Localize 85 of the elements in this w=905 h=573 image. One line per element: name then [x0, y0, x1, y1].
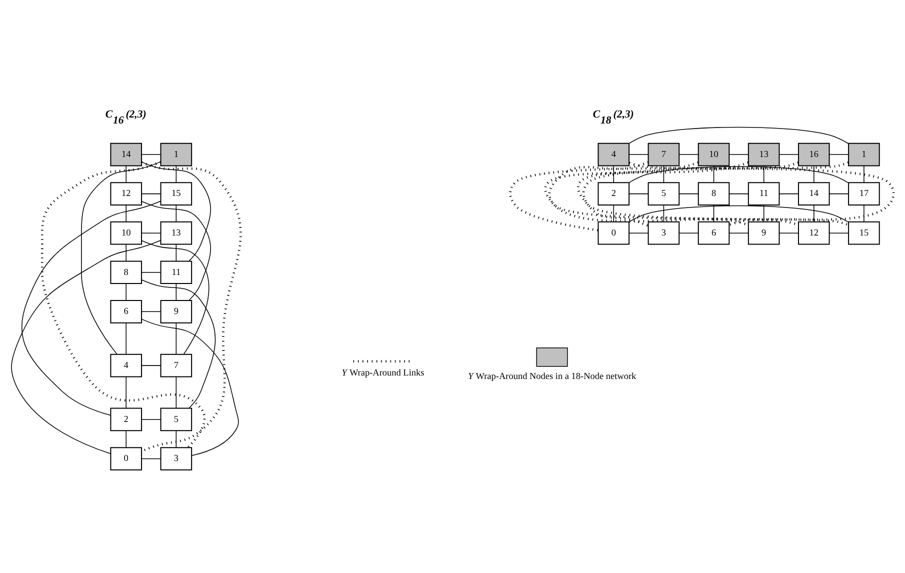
connector	[763, 164, 764, 182]
connector	[628, 232, 649, 233]
connector	[663, 164, 664, 182]
node-box: 9	[160, 299, 192, 323]
connector	[141, 279, 216, 408]
connector	[176, 204, 177, 222]
connector	[141, 318, 239, 456]
node-box: 12	[798, 220, 830, 244]
node-box: 15	[160, 182, 192, 205]
node-box: 12	[110, 182, 142, 205]
connector	[176, 376, 177, 408]
connector	[728, 192, 749, 194]
connector	[176, 430, 177, 448]
connector	[828, 232, 849, 233]
node-box: 4	[110, 353, 142, 377]
node-box: 8	[110, 260, 142, 284]
connector	[41, 160, 206, 448]
connector	[713, 164, 714, 182]
node-box: 1	[160, 142, 192, 166]
connector	[21, 200, 162, 416]
connector	[141, 364, 162, 366]
connector	[663, 204, 664, 222]
connector	[176, 243, 177, 262]
connector	[728, 232, 749, 233]
connector	[778, 232, 799, 233]
connector	[141, 192, 162, 194]
node-box: 11	[748, 182, 780, 205]
connector	[11, 240, 162, 454]
node-box: 2	[110, 407, 142, 431]
node-box: 3	[160, 446, 192, 470]
connector	[678, 192, 699, 194]
node-box: 5	[648, 182, 680, 205]
node-box: 0	[598, 220, 630, 244]
node-box: 9	[748, 220, 780, 244]
connector	[176, 322, 177, 354]
node-box: 6	[698, 220, 730, 244]
node-box: 13	[160, 220, 192, 244]
connector	[141, 418, 162, 420]
connector	[828, 192, 849, 194]
legend-label: Y Wrap-Around Links	[342, 366, 424, 377]
node-box: 10	[698, 142, 730, 166]
connector	[141, 271, 162, 272]
connector	[141, 161, 211, 261]
node-box: 6	[110, 299, 142, 323]
node-box: 7	[648, 142, 680, 166]
connector	[141, 200, 211, 300]
connector	[763, 204, 764, 222]
connector	[628, 161, 895, 226]
connector	[176, 164, 177, 182]
node-box: 4	[598, 142, 630, 166]
connector	[141, 458, 162, 459]
node-box: 10	[110, 220, 142, 244]
node-box: 7	[160, 353, 192, 377]
connector	[141, 310, 162, 312]
connector	[713, 204, 714, 222]
node-box: 1	[848, 142, 880, 166]
connector	[628, 166, 849, 183]
connector	[141, 232, 162, 233]
node-box: 16	[798, 142, 830, 166]
node-box: 2	[598, 182, 630, 205]
node-box: 15	[848, 220, 880, 244]
node-box: 5	[160, 407, 192, 431]
connector	[678, 232, 699, 233]
node-box: 14	[110, 142, 142, 166]
node-box: 11	[160, 260, 192, 284]
connector	[81, 160, 162, 354]
connector	[141, 160, 242, 452]
node-box: 14	[798, 182, 830, 205]
connector	[509, 161, 799, 231]
connector	[628, 204, 849, 222]
connector	[141, 240, 210, 354]
connector	[544, 160, 799, 226]
connector	[628, 126, 849, 144]
connector	[778, 192, 799, 194]
legend-label: Y Wrap-Around Nodes in a 18-Node network	[468, 370, 636, 381]
node-box: 8	[698, 182, 730, 205]
connector	[613, 204, 614, 222]
connector	[548, 160, 749, 226]
connector	[628, 192, 649, 194]
node-box: 17	[848, 182, 880, 205]
node-box: 3	[648, 220, 680, 244]
node-box: 13	[748, 142, 780, 166]
connector	[176, 282, 177, 300]
node-box: 0	[110, 446, 142, 470]
connector	[613, 164, 614, 182]
